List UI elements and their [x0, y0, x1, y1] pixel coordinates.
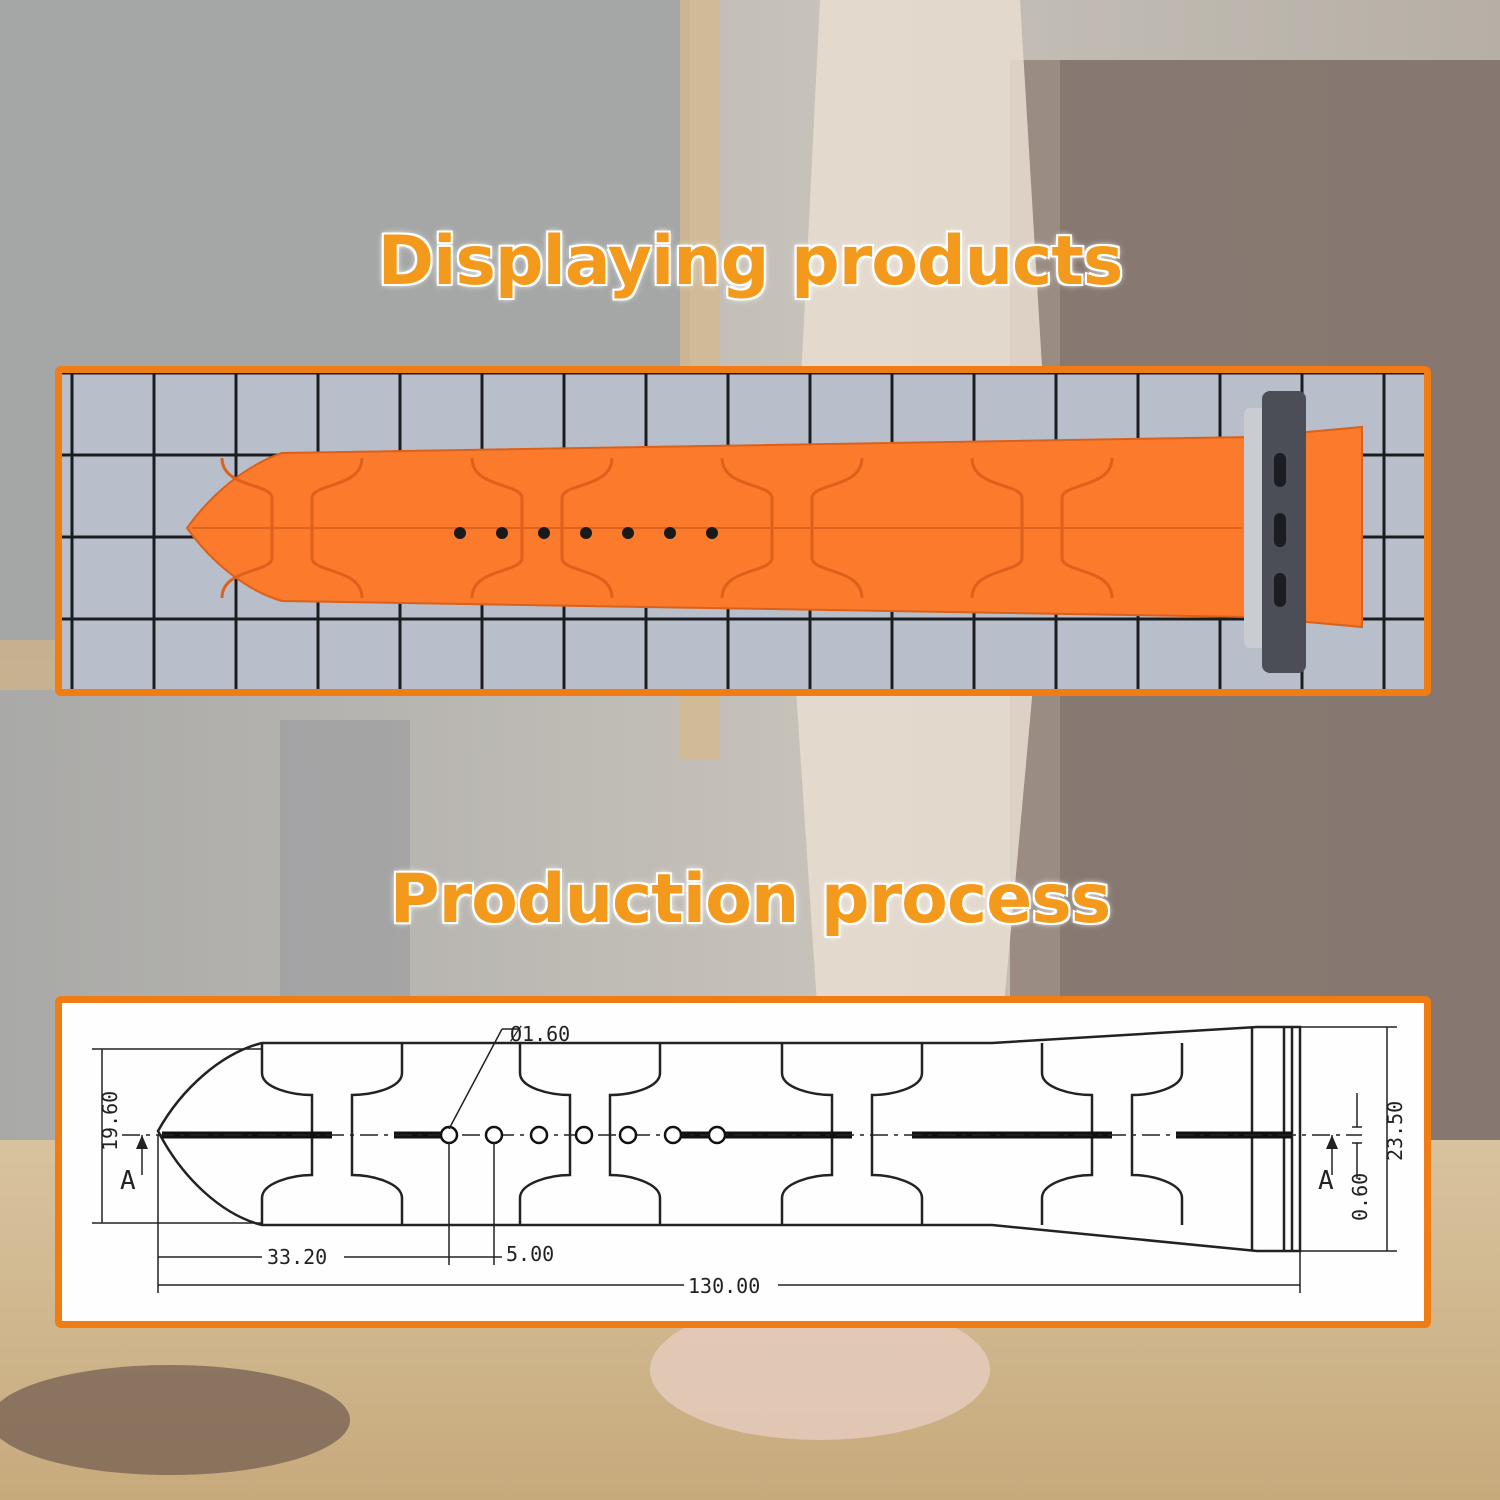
hole-diameter-label: Ø1.60 — [510, 1022, 570, 1046]
technical-drawing-panel: Ø1.60 19.60 A 23.50 0.60 A — [55, 996, 1431, 1328]
left-height-label: 19.60 — [98, 1091, 122, 1151]
section-mark-right: A — [1318, 1166, 1334, 1196]
displaying-products-heading: Displaying products — [377, 222, 1124, 301]
offset-label: 0.60 — [1348, 1173, 1372, 1221]
section-mark-left: A — [120, 1166, 136, 1196]
strap-outline — [156, 1025, 1302, 1253]
drawing-holes — [439, 1125, 727, 1145]
product-photo-panel — [55, 366, 1431, 696]
strap-holes — [454, 527, 718, 539]
watch-strap-photo — [62, 373, 1424, 689]
hole-spacing-label: 5.00 — [506, 1242, 554, 1266]
right-height-label: 23.50 — [1383, 1101, 1407, 1161]
production-process-heading: Production process — [389, 860, 1111, 939]
first-hole-distance-label: 33.20 — [267, 1245, 327, 1269]
strap-technical-drawing: Ø1.60 19.60 A 23.50 0.60 A — [92, 1022, 1407, 1298]
total-length-label: 130.00 — [688, 1274, 760, 1298]
strap-pattern — [220, 457, 1114, 599]
